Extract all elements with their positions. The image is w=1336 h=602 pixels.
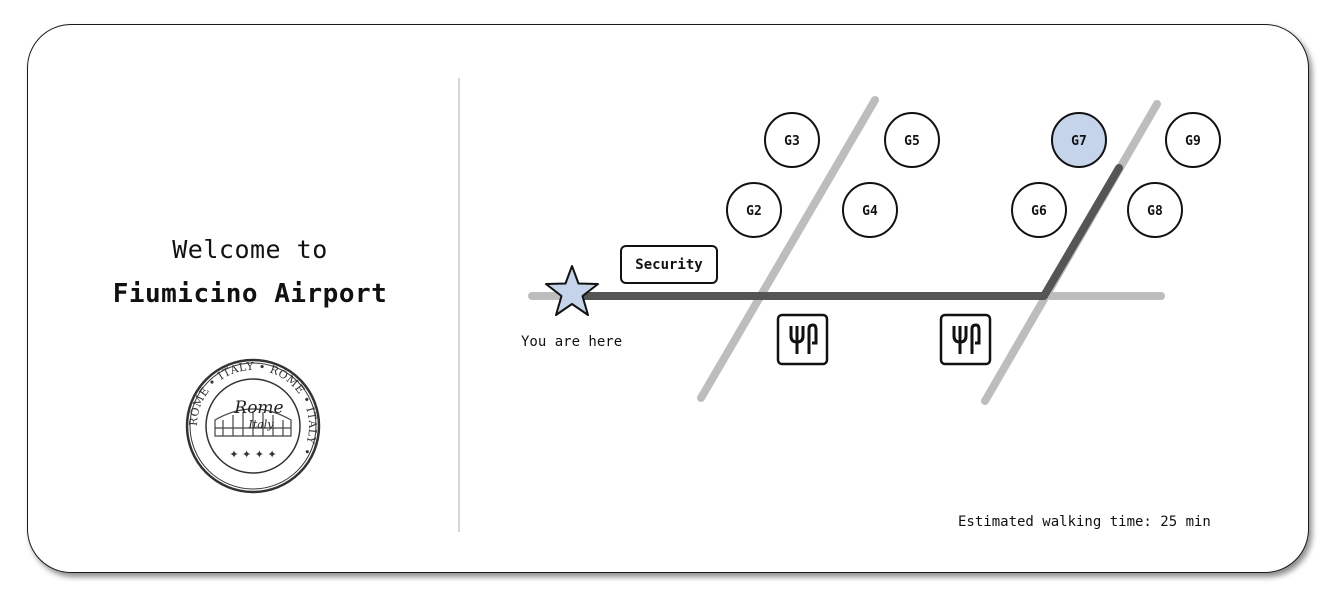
gate-label: G9 (1185, 134, 1201, 149)
walking-time-label: Estimated walking time: 25 min (958, 514, 1211, 530)
gate-g2[interactable]: G2 (726, 182, 782, 238)
gate-g8[interactable]: G8 (1127, 182, 1183, 238)
star-you-are-here-icon (545, 265, 599, 316)
you-are-here-label: You are here (521, 334, 623, 350)
route-path (574, 164, 1123, 300)
gate-label: G6 (1031, 204, 1047, 219)
gate-g9[interactable]: G9 (1165, 112, 1221, 168)
gate-g3[interactable]: G3 (764, 112, 820, 168)
gate-g7[interactable]: G7 (1051, 112, 1107, 168)
gate-g4[interactable]: G4 (842, 182, 898, 238)
gate-label: G5 (904, 134, 920, 149)
gate-g5[interactable]: G5 (884, 112, 940, 168)
gate-label: G3 (784, 134, 800, 149)
concourse-left (697, 96, 879, 402)
gate-label: G2 (746, 204, 762, 219)
stamp-center-top: Rome (233, 398, 283, 418)
welcome-heading: Welcome to Fiumicino Airport (60, 228, 440, 316)
panel-divider (458, 78, 460, 532)
gate-label: G7 (1071, 134, 1087, 149)
gate-g6[interactable]: G6 (1011, 182, 1067, 238)
security-checkpoint[interactable]: Security (620, 245, 718, 284)
airport-name: Fiumicino Airport (112, 279, 388, 309)
gate-label: G4 (862, 204, 878, 219)
restaurant-icon[interactable] (939, 313, 992, 366)
gate-label: G8 (1147, 204, 1163, 219)
svg-text:✦ ✦ ✦ ✦: ✦ ✦ ✦ ✦ (229, 448, 276, 461)
rome-stamp-logo: ROME • ITALY • ROME • ITALY • Rome Italy… (185, 358, 321, 494)
welcome-line: Welcome to (172, 235, 328, 264)
stamp-center-bottom: Italy (247, 418, 274, 431)
restaurant-icon[interactable] (776, 313, 829, 366)
